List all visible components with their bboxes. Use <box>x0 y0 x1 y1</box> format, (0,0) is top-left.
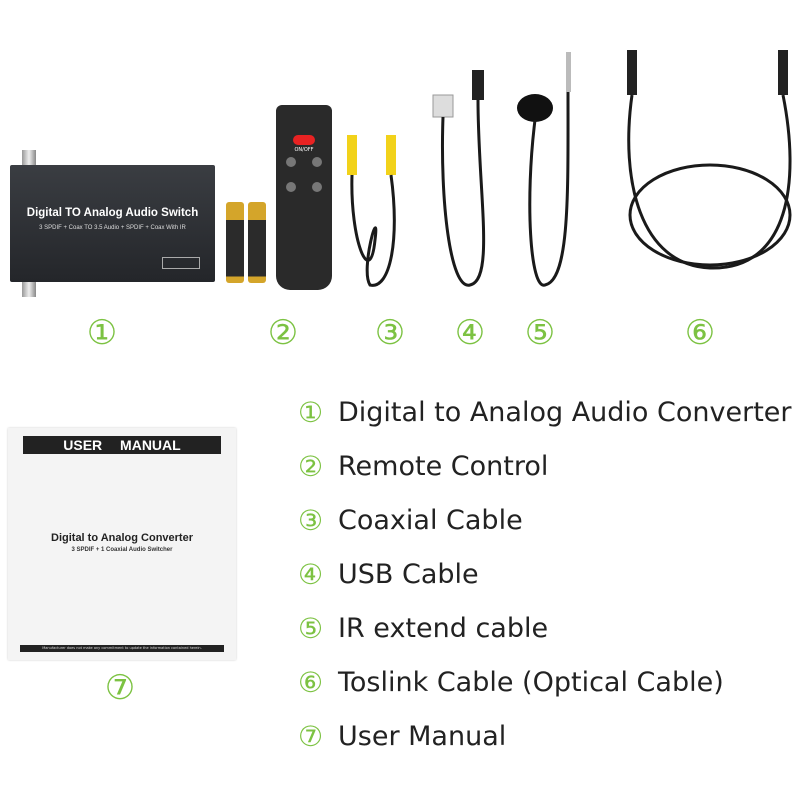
converter-device: Digital TO Analog Audio Switch 3 SPDIF +… <box>10 165 215 282</box>
device-title: Digital TO Analog Audio Switch <box>26 207 199 219</box>
power-label: ON/OFF <box>294 147 314 153</box>
legend-item: ⑦ User Manual <box>298 718 506 754</box>
remote-button-2 <box>312 157 322 167</box>
remote-button-3 <box>286 182 296 192</box>
battery <box>226 202 244 283</box>
remote-button-1 <box>286 157 296 167</box>
legend-number: ③ <box>298 503 324 537</box>
manual-footer: Manufacturer does not make any commitmen… <box>20 645 224 652</box>
legend-item: ① Digital to Analog Audio Converter <box>298 394 792 430</box>
converter-jack-bottom <box>22 282 36 297</box>
legend-item: ② Remote Control <box>298 448 548 484</box>
coaxial-cable <box>347 135 396 287</box>
legend-label: User Manual <box>338 720 507 752</box>
item-number-7: ⑦ <box>104 668 136 708</box>
legend-number: ④ <box>298 557 324 591</box>
legend-label: IR extend cable <box>338 612 549 644</box>
manual-subtitle: 3 SPDIF + 1 Coaxial Audio Switcher <box>71 547 173 553</box>
remote-control: ON/OFF <box>276 105 332 290</box>
legend-label: USB Cable <box>338 558 479 590</box>
remote-button-coax <box>312 182 322 192</box>
legend-label: Coaxial Cable <box>338 504 523 536</box>
usb-cable <box>432 70 486 287</box>
manual-title: Digital to Analog Converter <box>51 532 193 544</box>
converter-jack-top <box>22 150 36 166</box>
item-number-4: ④ <box>454 313 486 353</box>
hires-logo <box>162 257 200 269</box>
legend-number: ① <box>298 395 324 429</box>
power-button <box>293 135 315 145</box>
legend-item: ⑤ IR extend cable <box>298 610 548 646</box>
item-number-6: ⑥ <box>684 313 716 353</box>
legend-label: Toslink Cable (Optical Cable) <box>338 666 724 698</box>
legend-item: ⑥ Toslink Cable (Optical Cable) <box>298 664 724 700</box>
device-subtitle: 3 SPDIF + Coax TO 3.5 Audio + SPDIF + Co… <box>39 225 186 231</box>
manual-header: USER MANUAL <box>23 436 221 454</box>
cables-illustration <box>347 50 792 287</box>
legend-number: ② <box>298 449 324 483</box>
legend-number: ⑤ <box>298 611 324 645</box>
toslink-cable <box>627 50 792 270</box>
ir-extend-cable <box>517 52 571 287</box>
battery <box>248 202 266 283</box>
item-number-3: ③ <box>374 313 406 353</box>
item-number-2: ② <box>267 313 299 353</box>
item-number-1: ① <box>86 313 118 353</box>
legend-label: Digital to Analog Audio Converter <box>338 396 792 428</box>
item-number-5: ⑤ <box>524 313 556 353</box>
legend-item: ③ Coaxial Cable <box>298 502 523 538</box>
legend-number: ⑥ <box>298 665 324 699</box>
legend-item: ④ USB Cable <box>298 556 479 592</box>
user-manual: USER MANUAL Digital to Analog Converter … <box>8 428 236 660</box>
legend-label: Remote Control <box>338 450 549 482</box>
legend-number: ⑦ <box>298 719 324 753</box>
